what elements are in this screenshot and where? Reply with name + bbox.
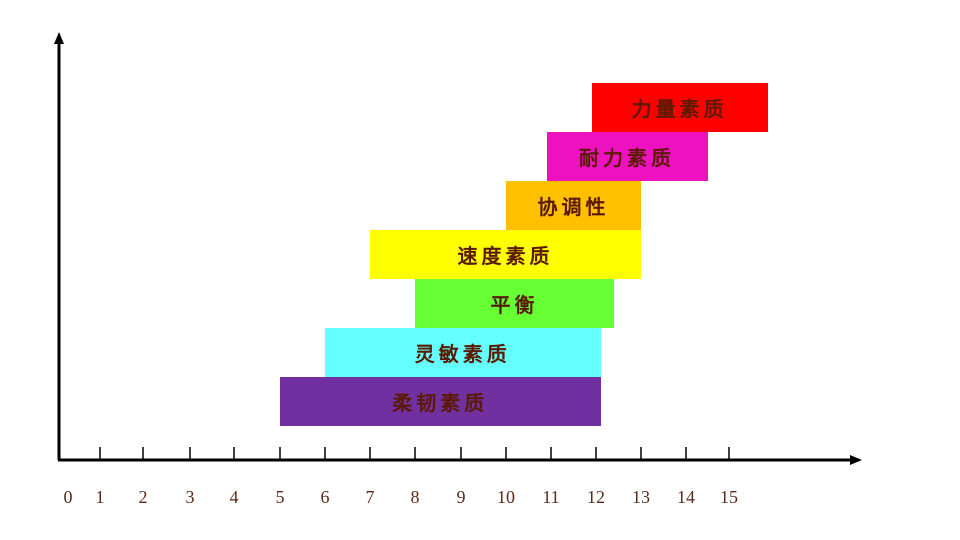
x-tick-label: 2	[138, 487, 148, 507]
x-tick-label: 0	[63, 487, 73, 507]
x-tick-label: 9	[456, 487, 466, 507]
x-tick-label: 6	[320, 487, 330, 507]
x-tick-label: 8	[410, 487, 420, 507]
x-tick-label: 13	[632, 487, 650, 507]
bar-2: 协调性	[506, 181, 641, 230]
x-tick-label: 10	[497, 487, 515, 507]
x-axis-arrow-icon	[850, 455, 862, 465]
y-axis-arrow-icon	[54, 32, 64, 44]
x-axis-ticks	[99, 447, 730, 460]
x-tick-label: 12	[587, 487, 605, 507]
bar-4: 平衡	[415, 279, 614, 328]
bar-0: 力量素质	[591, 83, 768, 132]
bar-1: 耐力素质	[546, 132, 708, 181]
x-tick-label: 5	[275, 487, 285, 507]
x-tick-label: 3	[185, 487, 195, 507]
bar-5: 灵敏素质	[325, 328, 601, 377]
x-tick-label: 14	[677, 487, 695, 507]
x-tick-label: 15	[720, 487, 738, 507]
x-tick-label: 4	[229, 487, 239, 507]
bar-6: 柔韧素质	[280, 377, 601, 426]
x-tick-label: 7	[365, 487, 375, 507]
bar-3: 速度素质	[370, 230, 641, 279]
x-tick-label: 1	[95, 487, 105, 507]
x-tick-label: 11	[542, 487, 560, 507]
